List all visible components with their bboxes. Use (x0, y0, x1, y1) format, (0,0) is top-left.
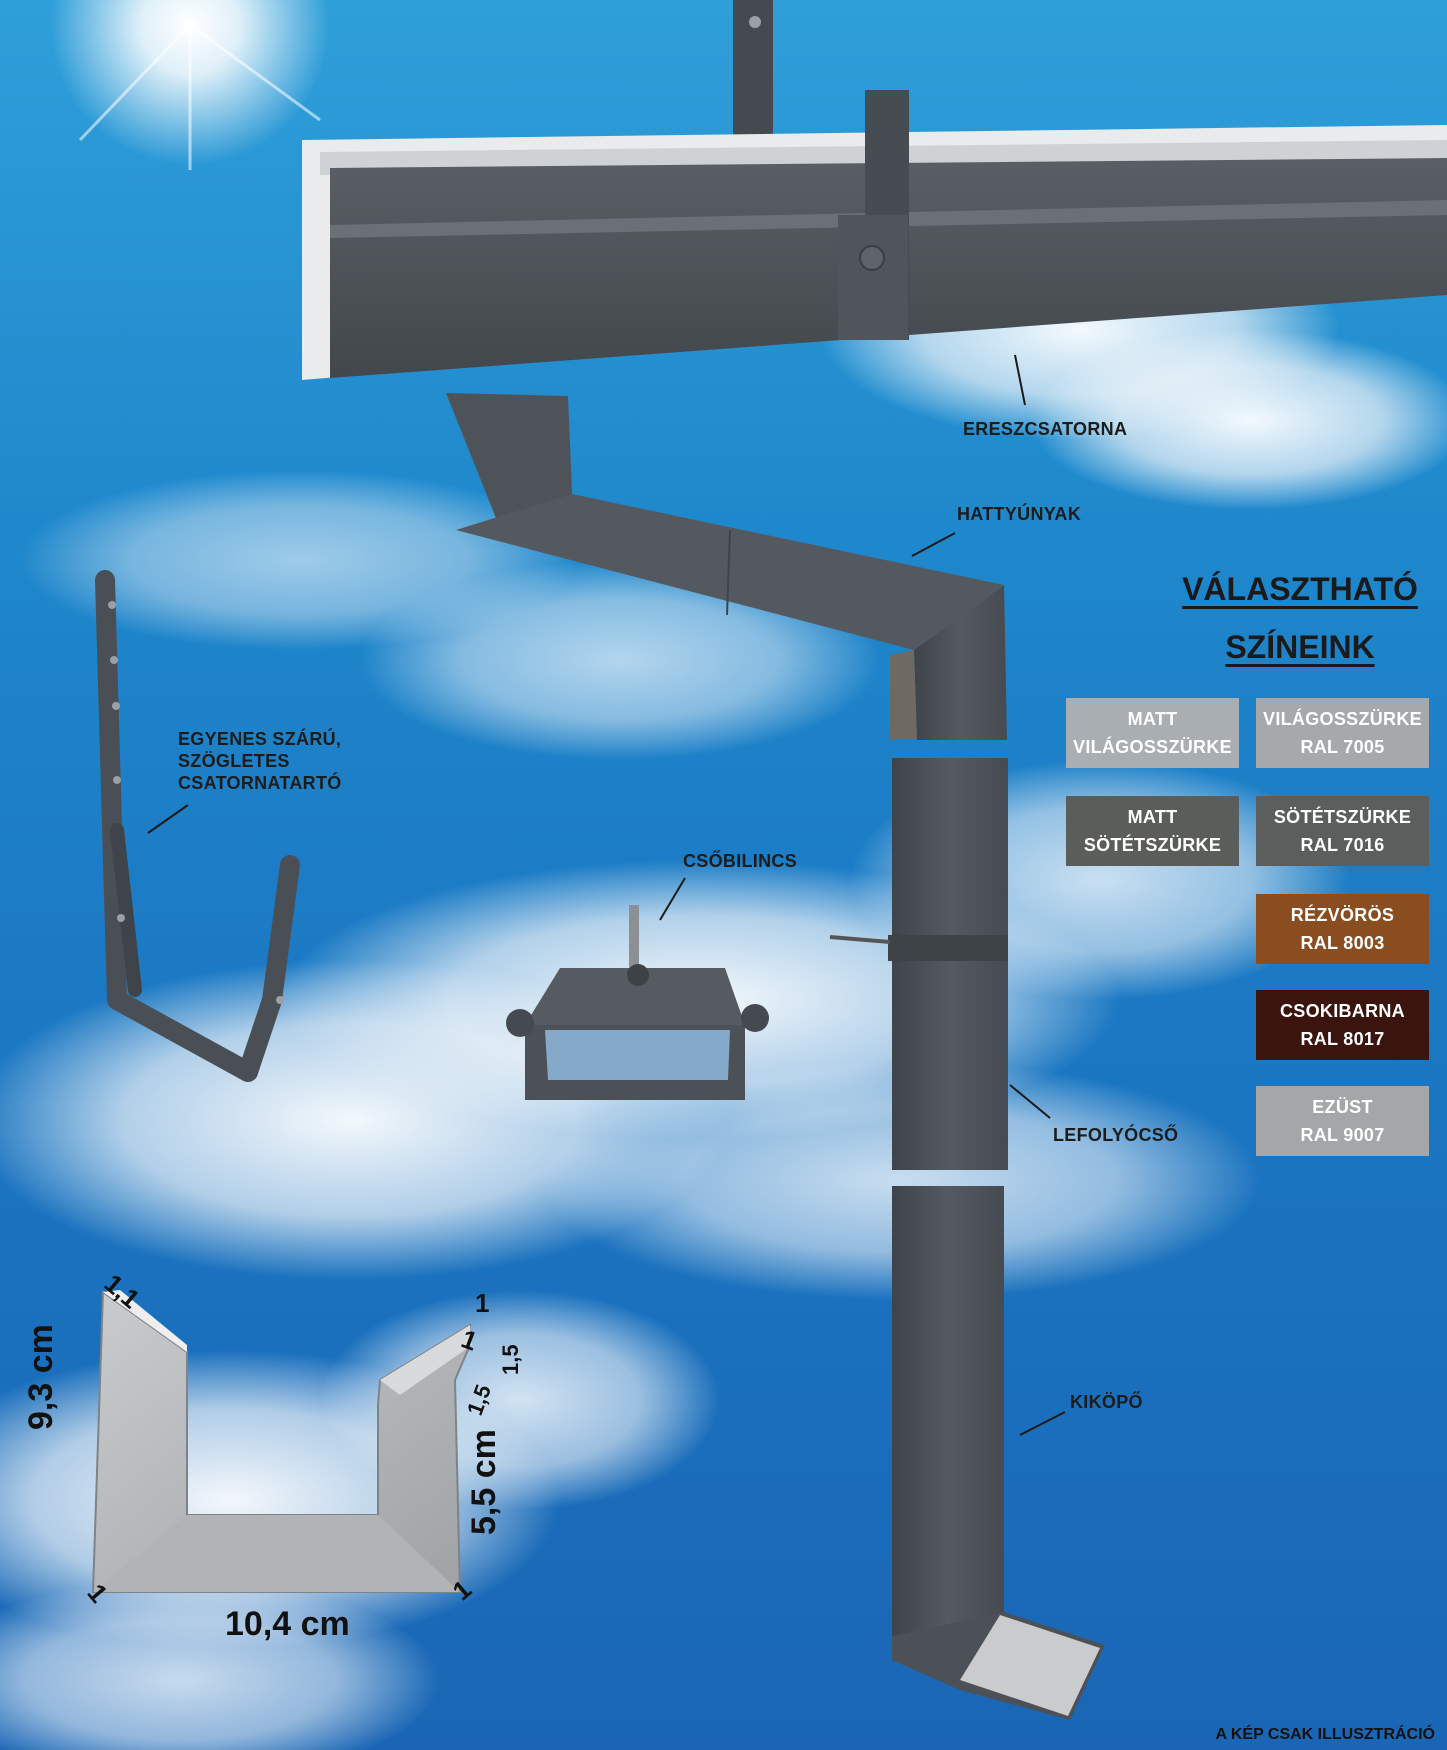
swatch-line2: RAL 7005 (1300, 737, 1385, 757)
leader-lines (147, 354, 1066, 1436)
bracket-holes (108, 601, 284, 1004)
label-bracket-line1: EGYENES SZÁRÚ, (178, 729, 342, 749)
label-outlet: KIKÖPŐ (1070, 1392, 1143, 1412)
dim-top-right-c: 1,5 (498, 1344, 523, 1375)
pipe-clamp (506, 905, 769, 1100)
label-downpipe: LEFOLYÓCSŐ (1053, 1125, 1179, 1145)
swatch-line2: RAL 7016 (1300, 835, 1385, 855)
colors-title-line1: VÁLASZTHATÓ (1182, 571, 1418, 607)
label-bracket-line3: CSATORNATARTÓ (178, 773, 342, 793)
swatch-line1: EZÜST (1312, 1097, 1373, 1117)
downpipe (829, 758, 1008, 1170)
swatch-line1: SÖTÉTSZÜRKE (1273, 807, 1412, 827)
label-pipe-clamp: CSŐBILINCS (683, 851, 798, 871)
swatch-light-grey-ral7005: VILÁGOSSZÜRKE RAL 7005 (1256, 698, 1429, 768)
swatch-silver-ral9007: EZÜST RAL 9007 (1256, 1086, 1429, 1156)
dim-inner-height: 5,5 cm (465, 1429, 503, 1535)
swatch-line1: VILÁGOSSZÜRKE (1263, 709, 1422, 729)
swatch-dark-grey-ral7016: SÖTÉTSZÜRKE RAL 7016 (1256, 796, 1429, 866)
swatch-line2: RAL 8017 (1300, 1029, 1385, 1049)
illustration-disclaimer: A KÉP CSAK ILLUSZTRÁCIÓ (1215, 1726, 1435, 1743)
gutter-profile (91, 1290, 472, 1593)
top-strap (733, 0, 773, 138)
colors-title: VÁLASZTHATÓ SZÍNEINK (1170, 560, 1430, 676)
label-swan-neck: HATTYÚNYAK (957, 504, 1082, 524)
swatch-line1: CSOKIBARNA (1279, 1001, 1405, 1021)
swatch-line2: SÖTÉTSZÜRKE (1083, 835, 1222, 855)
swan-neck (446, 393, 1007, 740)
swatch-matt-light-grey: MATT VILÁGOSSZÜRKE (1066, 698, 1239, 768)
swatch-line2: VILÁGOSSZÜRKE (1073, 737, 1232, 757)
swatch-line2: RAL 8003 (1300, 933, 1385, 953)
label-bracket-line2: SZÖGLETES (178, 751, 290, 771)
swatch-line1: MATT (1127, 709, 1178, 729)
swatch-line2: RAL 9007 (1300, 1125, 1385, 1145)
gutter (302, 90, 1447, 380)
swatch-line1: RÉZVÖRÖS (1290, 905, 1395, 925)
dim-width: 10,4 cm (225, 1605, 350, 1643)
outlet (892, 1186, 1105, 1720)
dim-top-right-a: 1 (475, 1288, 490, 1318)
swatch-line1: MATT (1127, 807, 1178, 827)
label-bracket: EGYENES SZÁRÚ, SZÖGLETES CSATORNATARTÓ (178, 728, 378, 794)
swatch-matt-dark-grey: MATT SÖTÉTSZÜRKE (1066, 796, 1239, 866)
label-gutter: ERESZCSATORNA (963, 419, 1128, 439)
sun-rays (78, 23, 321, 170)
swatch-chocolate-brown-ral8017: CSOKIBARNA RAL 8017 (1256, 990, 1429, 1060)
dim-height: 9,3 cm (22, 1324, 60, 1430)
colors-title-line2: SZÍNEINK (1225, 629, 1375, 665)
swatch-copper-red-ral8003: RÉZVÖRÖS RAL 8003 (1256, 894, 1429, 964)
gutter-bracket (95, 570, 300, 1082)
